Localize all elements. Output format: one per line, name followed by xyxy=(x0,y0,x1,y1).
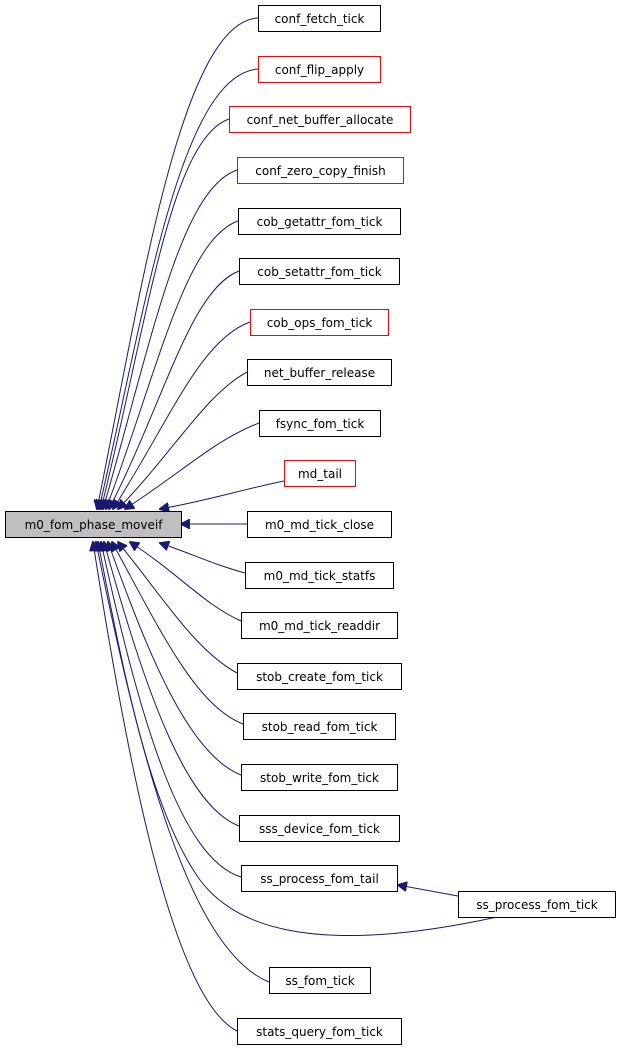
node-net-buffer-release[interactable]: net_buffer_release xyxy=(247,359,392,386)
node-ss-process-fom-tail-label: ss_process_fom_tail xyxy=(260,872,379,886)
edge-fsync-fom-tick-to-m0-fom-phase-moveif xyxy=(125,422,260,509)
node-ss-fom-tick[interactable]: ss_fom_tick xyxy=(269,967,371,994)
node-sss-device-fom-tick[interactable]: sss_device_fom_tick xyxy=(239,815,400,842)
edge-cob-ops-fom-tick-to-m0-fom-phase-moveif xyxy=(113,321,251,509)
node-cob-getattr-fom-tick[interactable]: cob_getattr_fom_tick xyxy=(238,208,401,235)
node-m0-fom-phase-moveif-box xyxy=(5,511,182,538)
node-conf-net-buffer-allocate-label: conf_net_buffer_allocate xyxy=(247,113,394,127)
node-m0-md-tick-statfs[interactable]: m0_md_tick_statfs xyxy=(245,562,394,589)
node-conf-fetch-tick-box xyxy=(258,5,381,32)
node-stob-write-fom-tick-box xyxy=(241,764,398,791)
node-m0-md-tick-readdir-label: m0_md_tick_readdir xyxy=(259,619,380,633)
edge-cob-getattr-fom-tick-to-m0-fom-phase-moveif xyxy=(106,220,239,509)
node-ss-process-fom-tail-box xyxy=(241,865,398,892)
node-cob-getattr-fom-tick-box xyxy=(238,208,401,235)
node-cob-getattr-fom-tick-label: cob_getattr_fom_tick xyxy=(257,215,383,229)
node-conf-fetch-tick-label: conf_fetch_tick xyxy=(275,12,365,26)
node-m0-md-tick-statfs-label: m0_md_tick_statfs xyxy=(264,569,376,583)
node-ss-process-fom-tick-label: ss_process_fom_tick xyxy=(476,898,598,912)
node-m0-fom-phase-moveif-label: m0_fom_phase_moveif xyxy=(25,518,164,532)
node-cob-setattr-fom-tick-box xyxy=(239,258,400,285)
node-stob-write-fom-tick[interactable]: stob_write_fom_tick xyxy=(241,764,398,791)
node-fsync-fom-tick-box xyxy=(259,410,381,437)
node-stob-read-fom-tick-box xyxy=(243,713,396,740)
node-m0-md-tick-statfs-box xyxy=(245,562,394,589)
edge-md-tail-to-m0-fom-phase-moveif xyxy=(160,480,285,509)
node-cob-setattr-fom-tick-label: cob_setattr_fom_tick xyxy=(257,265,381,279)
node-cob-ops-fom-tick-box xyxy=(250,309,389,336)
node-m0-md-tick-close[interactable]: m0_md_tick_close xyxy=(247,511,392,538)
edge-ss-process-fom-tail-to-m0-fom-phase-moveif xyxy=(101,542,242,878)
node-ss-fom-tick-box xyxy=(269,967,371,994)
edge-cob-setattr-fom-tick-to-m0-fom-phase-moveif xyxy=(109,270,240,509)
node-fsync-fom-tick[interactable]: fsync_fom_tick xyxy=(259,410,381,437)
node-conf-fetch-tick[interactable]: conf_fetch_tick xyxy=(258,5,381,32)
edge-conf-flip-apply-to-m0-fom-phase-moveif xyxy=(99,68,259,509)
edge-conf-net-buffer-allocate-to-m0-fom-phase-moveif xyxy=(101,118,230,509)
edge-net-buffer-release-to-m0-fom-phase-moveif xyxy=(118,371,248,509)
edge-sss-device-fom-tick-to-m0-fom-phase-moveif xyxy=(104,542,240,827)
edge-ss-fom-tick-to-m0-fom-phase-moveif xyxy=(96,542,270,983)
node-conf-net-buffer-allocate[interactable]: conf_net_buffer_allocate xyxy=(229,106,411,133)
node-stob-read-fom-tick[interactable]: stob_read_fom_tick xyxy=(243,713,396,740)
node-conf-zero-copy-finish[interactable]: conf_zero_copy_finish xyxy=(237,157,404,184)
node-ss-process-fom-tail[interactable]: ss_process_fom_tail xyxy=(241,865,398,892)
node-net-buffer-release-box xyxy=(247,359,392,386)
node-cob-ops-fom-tick-label: cob_ops_fom_tick xyxy=(267,316,373,330)
node-conf-net-buffer-allocate-box xyxy=(229,106,411,133)
node-m0-md-tick-readdir[interactable]: m0_md_tick_readdir xyxy=(241,612,398,639)
edge-ss-process-fom-tick-to-ss-process-fom-tail xyxy=(398,885,459,897)
node-ss-process-fom-tick-box xyxy=(458,891,616,918)
nodes-layer: m0_fom_phase_moveif conf_fetch_tick conf_f… xyxy=(5,5,616,1045)
node-m0-fom-phase-moveif[interactable]: m0_fom_phase_moveif xyxy=(5,511,182,538)
node-sss-device-fom-tick-box xyxy=(239,815,400,842)
node-conf-zero-copy-finish-box xyxy=(237,157,404,184)
node-md-tail-label: md_tail xyxy=(298,467,342,481)
edge-stob-read-fom-tick-to-m0-fom-phase-moveif xyxy=(112,542,244,725)
node-md-tail-box xyxy=(284,460,356,487)
edge-m0-md-tick-statfs-to-m0-fom-phase-moveif xyxy=(160,543,246,574)
node-cob-ops-fom-tick[interactable]: cob_ops_fom_tick xyxy=(250,309,389,336)
node-stats-query-fom-tick-label: stats_query_fom_tick xyxy=(256,1025,383,1039)
edge-stob-write-fom-tick-to-m0-fom-phase-moveif xyxy=(108,542,242,776)
node-sss-device-fom-tick-label: sss_device_fom_tick xyxy=(259,822,380,836)
node-fsync-fom-tick-label: fsync_fom_tick xyxy=(276,417,365,431)
node-md-tail[interactable]: md_tail xyxy=(284,460,356,487)
edge-stats-query-fom-tick-to-m0-fom-phase-moveif xyxy=(93,542,238,1032)
node-conf-flip-apply-box xyxy=(258,56,381,83)
edge-m0-md-tick-readdir-to-m0-fom-phase-moveif xyxy=(130,542,242,622)
edge-conf-zero-copy-finish-to-m0-fom-phase-moveif xyxy=(103,169,238,509)
node-stats-query-fom-tick-box xyxy=(237,1018,402,1045)
node-stob-write-fom-tick-label: stob_write_fom_tick xyxy=(260,771,379,785)
node-ss-fom-tick-label: ss_fom_tick xyxy=(285,974,354,988)
node-conf-flip-apply[interactable]: conf_flip_apply xyxy=(258,56,381,83)
node-net-buffer-release-label: net_buffer_release xyxy=(264,366,375,380)
node-cob-setattr-fom-tick[interactable]: cob_setattr_fom_tick xyxy=(239,258,400,285)
edge-conf-fetch-tick-to-m0-fom-phase-moveif xyxy=(97,17,259,509)
node-stob-create-fom-tick-label: stob_create_fom_tick xyxy=(256,670,383,684)
node-conf-zero-copy-finish-label: conf_zero_copy_finish xyxy=(255,164,385,178)
node-stob-create-fom-tick[interactable]: stob_create_fom_tick xyxy=(237,663,402,690)
edges-layer xyxy=(93,17,498,1032)
node-stob-read-fom-tick-label: stob_read_fom_tick xyxy=(262,720,378,734)
node-m0-md-tick-readdir-box xyxy=(241,612,398,639)
node-stob-create-fom-tick-box xyxy=(237,663,402,690)
node-stats-query-fom-tick[interactable]: stats_query_fom_tick xyxy=(237,1018,402,1045)
edge-stob-create-fom-tick-to-m0-fom-phase-moveif xyxy=(118,542,238,674)
node-m0-md-tick-close-label: m0_md_tick_close xyxy=(265,518,374,532)
node-conf-flip-apply-label: conf_flip_apply xyxy=(275,63,364,77)
node-ss-process-fom-tick[interactable]: ss_process_fom_tick xyxy=(458,891,616,918)
node-m0-md-tick-close-box xyxy=(247,511,392,538)
